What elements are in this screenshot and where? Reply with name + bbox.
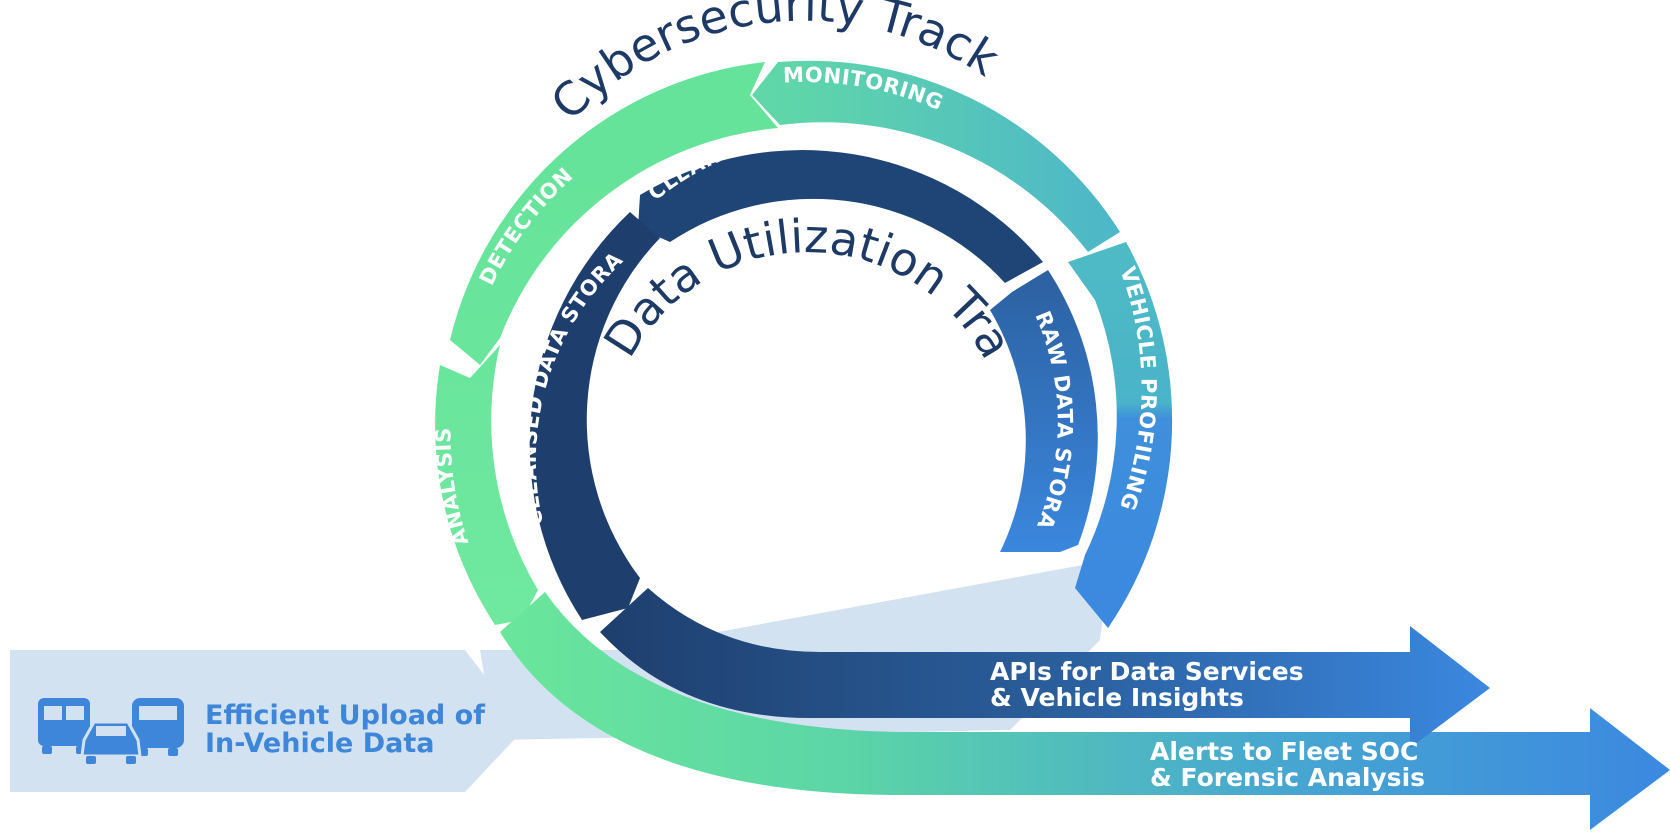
segment-analysis xyxy=(435,345,538,625)
car-icon xyxy=(80,720,142,764)
apis-line-2: & Vehicle Insights xyxy=(990,683,1244,712)
segment-cleansed-data-storage xyxy=(529,212,660,620)
segment-vehicle-profiling xyxy=(1068,242,1173,628)
apis-swoop xyxy=(600,588,1490,748)
segment-raw-data-storage xyxy=(990,270,1098,552)
outer-ring xyxy=(435,60,1670,830)
upload-line-2: In-Vehicle Data xyxy=(205,728,434,759)
alerts-swoop xyxy=(500,592,1670,830)
segment-cleansing xyxy=(638,150,1043,283)
segment-monitoring xyxy=(752,60,1120,252)
segment-detection xyxy=(450,62,778,365)
alerts-line-2: & Forensic Analysis xyxy=(1150,763,1425,792)
apis-line-1: APIs for Data Services xyxy=(990,657,1304,686)
vehicle-icons xyxy=(38,698,184,764)
alerts-line-1: Alerts to Fleet SOC xyxy=(1150,737,1418,766)
truck-icon xyxy=(132,698,184,756)
inner-ring xyxy=(529,150,1490,748)
upload-line-1: Efficient Upload of xyxy=(205,700,485,731)
